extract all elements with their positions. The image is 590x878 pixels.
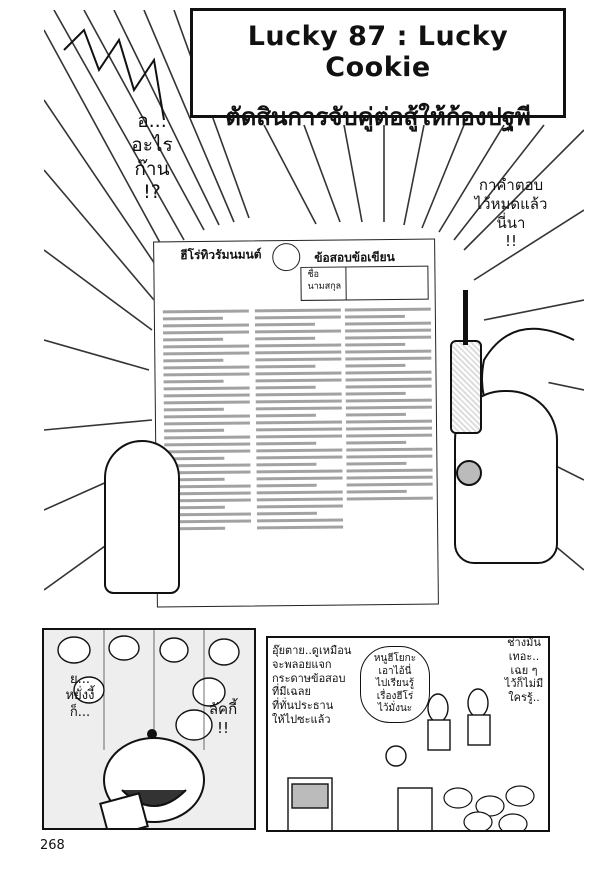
panel-bottom-left [42, 628, 256, 830]
narration-line: จะพลอยแจก [272, 657, 332, 671]
classroom-scene [44, 630, 254, 828]
bubble-line: ไว้มั่งนะ [377, 703, 413, 714]
name-box-divider [345, 267, 347, 300]
exam-paper: ฮีโร่ทิวรัมนมนต์ ข้อสอบข้อเขียน ชื่อ นาม… [153, 238, 439, 608]
bubble-line: ไว้ก็ไม่มี [504, 677, 544, 691]
chapter-title-box: Lucky 87 : Lucky Cookie ตัดสินการจับคู่ต… [190, 8, 566, 131]
bubble-line: ก๊าน [134, 157, 170, 180]
panel3-bubble-right: ช่างมัน เทอะ.. เฉย ๆ ไว้ก็ไม่มี ใครรู้.. [494, 636, 554, 705]
bubble-line: หยั่งงี้ [65, 688, 95, 704]
panel3-bubble-center: หนูฮีโยกะ เอาไอ้นี่ ไปเรียนรู้ เรื่องฮีโ… [360, 646, 430, 723]
chapter-title-english: Lucky 87 : Lucky Cookie [247, 21, 509, 83]
bubble-line: ช่างมัน [507, 636, 541, 649]
bubble-line: ลัคกี้ [208, 700, 238, 718]
panel2-bubble-right: ลัคกี้ !! [196, 700, 250, 738]
narration-line: ที่มีเฉลย [272, 685, 311, 699]
bubble-line: หนูฮีโยกะ [373, 653, 417, 664]
name-box: ชื่อ นามสกุล [300, 265, 429, 301]
panel2-bubble-left: ย... หยั่งงี้ ก็... [50, 672, 110, 721]
exam-header-left: ฮีโร่ทิวรัมนมนต์ [180, 247, 262, 263]
bubble-line: เอาไอ้นี่ [378, 665, 412, 677]
panel3-narration: อุ๊ยตาย..ดูเหมือน จะพลอยแจก กระดาษข้อสอบ… [272, 644, 354, 727]
cookie-stick [450, 340, 482, 434]
seal-icon [272, 242, 301, 272]
narration-line: ให้ไปซะแล้ว [272, 712, 331, 726]
question-column-2 [254, 305, 344, 533]
speech-bubble-left: อ... อะไร ก๊าน !? [112, 110, 192, 205]
bubble-line: ไว้หมดแล้ว [474, 194, 548, 213]
exam-header-right: ข้อสอบข้อเขียน [314, 249, 395, 265]
bubble-line: นี่นา [496, 213, 526, 232]
bubble-line: !! [216, 718, 230, 737]
name-label: ชื่อ นามสกุล [307, 269, 343, 293]
bubble-line: !? [143, 181, 161, 204]
bubble-line: เฉย ๆ [510, 663, 538, 677]
narration-line: ที่ทั่นประธาน [272, 699, 334, 712]
narration-line: กระดาษข้อสอบ [272, 671, 346, 685]
name-label-line: นามสกุล [307, 281, 342, 292]
bubble-line: อะไร [131, 133, 173, 156]
question-column-3 [344, 304, 433, 504]
speech-bubble-right: กาคำตอบ ไว้หมดแล้ว นี่นา !! [456, 176, 566, 251]
narration-line: อุ๊ยตาย..ดูเหมือน [272, 644, 352, 657]
bubble-line: กาคำตอบ [478, 176, 544, 194]
knuckle [456, 460, 482, 486]
office-scene [287, 688, 535, 830]
bubble-line: ก็... [69, 704, 91, 720]
page-number: 268 [40, 838, 65, 853]
bubble-line: !! [504, 232, 518, 251]
bubble-line: อ... [137, 110, 167, 132]
bubble-line: ไปเรียนรู้ [375, 678, 415, 689]
left-hand [104, 440, 180, 594]
bubble-line: เรื่องฮีโร่ [376, 690, 414, 702]
bubble-line: ใครรู้.. [508, 691, 540, 704]
name-label-line: ชื่อ [307, 269, 320, 280]
stick [463, 290, 468, 345]
bubble-line: ย... [69, 672, 90, 687]
bubble-line: เทอะ.. [508, 649, 540, 663]
chapter-title-thai: ตัดสินการจับคู่ต่อสู้ให้ก้องปฐพี [225, 103, 531, 131]
